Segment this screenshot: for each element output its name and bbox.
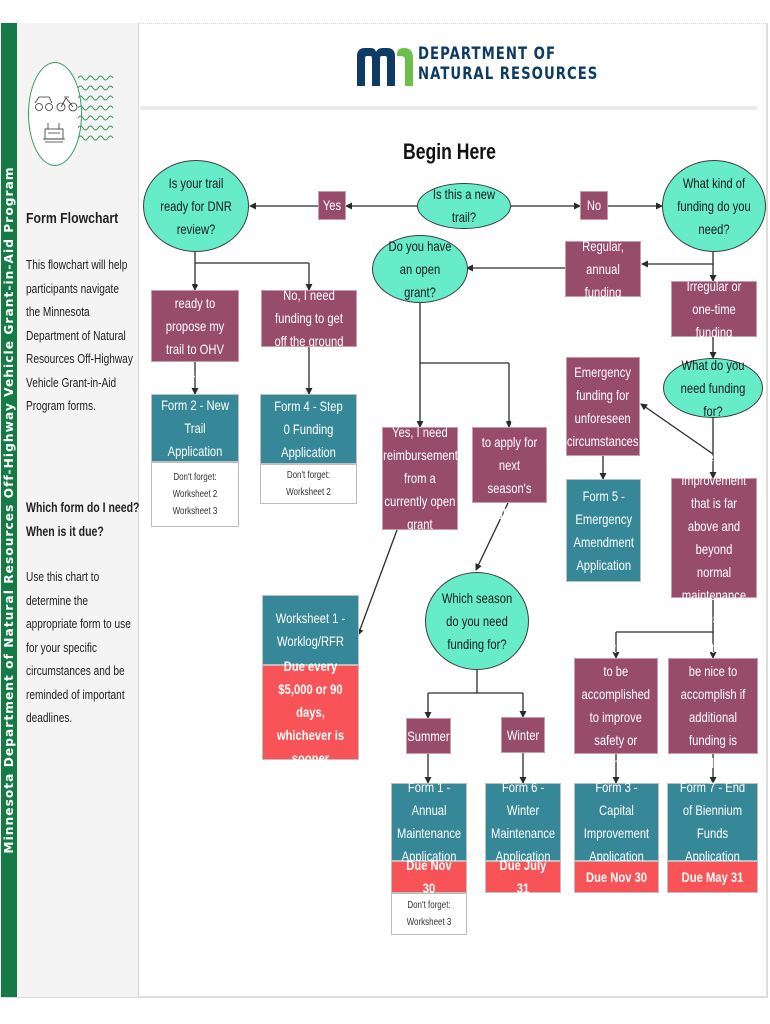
- question-open-grant: Do you have an open grant?: [372, 235, 468, 303]
- choice-project-nice: Project would be nice to accomplish if a…: [668, 640, 758, 771]
- choice-open-grant-yes: Yes, I need reimbursement from a current…: [382, 424, 458, 532]
- choice-ready-no: No, I need funding to get off the ground: [261, 287, 357, 349]
- form-2-reminder-note: Don't forget: Worksheet 2 Worksheet 3: [151, 462, 239, 527]
- form-7-end-of-biennium[interactable]: Form 7 - End of Biennium Funds Applicati…: [667, 779, 758, 864]
- form-4-reminder-note: Don't forget: Worksheet 2: [260, 464, 357, 504]
- worksheet-1-deadline: Due every $5,000 or 90 days, whichever i…: [262, 658, 359, 766]
- dnr-wordmark: DEPARTMENT OF NATURAL RESOURCES: [418, 44, 598, 84]
- choice-irregular-funding: Irregular or one-time funding: [671, 278, 757, 340]
- question-season: Which season do you need funding for?: [425, 572, 529, 670]
- connector-open-no-to-season: [475, 502, 509, 571]
- answer-yes: Yes: [318, 191, 346, 220]
- dnr-wordmark-line1: DEPARTMENT OF: [418, 44, 557, 64]
- choice-winter: Winter: [501, 717, 545, 753]
- choice-large-scale: Large scale improvement that is far abov…: [671, 449, 757, 626]
- form-1-reminder-note: Don't forget: Worksheet 3: [391, 893, 467, 935]
- form-6-winter-maintenance[interactable]: Form 6 - Winter Maintenance Application: [485, 779, 561, 864]
- choice-project-needs: Project needs to be accomplished to impr…: [574, 640, 658, 771]
- form-1-deadline: Due Nov 30: [391, 857, 467, 896]
- question-need-for: What do you need funding for?: [663, 357, 763, 419]
- sidebar-heading: Form Flowchart: [26, 210, 119, 227]
- sidebar-body-text: Use this chart to determine the appropri…: [26, 569, 131, 725]
- dnr-wordmark-line2: NATURAL RESOURCES: [418, 64, 599, 84]
- sidebar: [17, 23, 139, 997]
- connector-opengrant-split: [419, 302, 509, 364]
- connector-trailready-split: [194, 251, 309, 264]
- ohv-vehicles-icon: [34, 96, 78, 143]
- mn-dnr-logo-icon: [357, 48, 413, 86]
- choice-emergency-funding: Emergency funding for unforeseen circums…: [566, 357, 640, 456]
- form-5-emergency-amendment[interactable]: Form 5 - Emergency Amendment Application: [566, 479, 641, 582]
- choice-ready-yes: Yes, I am ready to propose my trail to O…: [151, 272, 239, 380]
- vertical-title-band: [1, 23, 17, 997]
- connector-season-split: [428, 670, 523, 694]
- sidebar-subheading: Which form do I need? When is it due?: [26, 500, 140, 539]
- logo-wave-lines-icon: [78, 75, 114, 141]
- form-3-deadline: Due Nov 30: [574, 861, 659, 893]
- choice-open-grant-no: No, I need to apply for next season's gr…: [472, 411, 547, 519]
- flowchart-title: Begin Here: [403, 139, 496, 164]
- choice-regular-funding: Regular, annual funding: [565, 238, 641, 300]
- choice-summer: Summer: [406, 718, 451, 754]
- header-divider: [140, 106, 757, 110]
- form-7-deadline: Due May 31: [667, 861, 758, 893]
- form-4-step-0[interactable]: Form 4 - Step 0 Funding Application: [260, 394, 357, 464]
- sidebar-intro-text: This flowchart will help participants na…: [26, 257, 133, 413]
- form-2-new-trail[interactable]: Form 2 - New Trail Application: [151, 394, 239, 462]
- worksheet-1-worklog-rfr[interactable]: Worksheet 1 - Worklog/RFR: [262, 595, 359, 665]
- connector-fundingkind-split: [641, 252, 714, 268]
- question-trail-ready: Is your trail ready for DNR review?: [143, 160, 249, 252]
- form-6-deadline: Due July 31: [485, 857, 561, 896]
- question-funding-kind: What kind of funding do you need?: [662, 160, 766, 252]
- form-3-capital-improvement[interactable]: Form 3 - Capital Improvement Application: [574, 779, 659, 864]
- question-new-trail: Is this a new trail?: [417, 183, 511, 229]
- connector-to-emergency: [640, 403, 714, 455]
- answer-no: No: [580, 191, 608, 220]
- connector-open-yes-to-worksheet1: [356, 529, 398, 636]
- ohv-program-logo-icon: [28, 62, 82, 166]
- form-1-annual-maintenance[interactable]: Form 1 - Annual Maintenance Application: [391, 779, 467, 864]
